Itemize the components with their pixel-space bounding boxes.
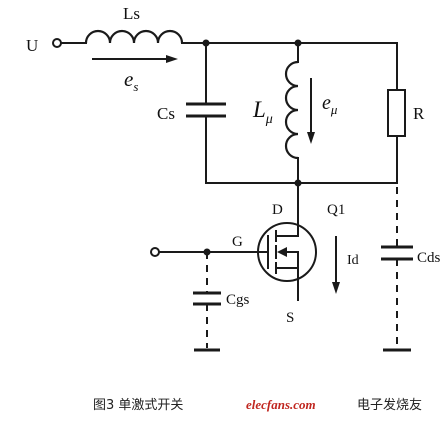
gate-terminal: [150, 247, 160, 257]
cap-ds-label: Cds: [417, 250, 441, 266]
body-arrow: [277, 247, 287, 257]
input-terminal: [52, 38, 62, 48]
resistor-body: [387, 89, 406, 137]
series-emf-arrowhead: [166, 55, 178, 63]
drain-label: D: [272, 202, 283, 218]
watermark-logo: elecfans.com: [246, 397, 316, 412]
transistor-label: Q1: [327, 202, 345, 218]
magnetizing-inductor-label: Lμ: [252, 97, 273, 127]
series-emf-label: es: [124, 67, 138, 94]
magnetizing-emf-label: eμ: [322, 92, 338, 117]
input-terminal-label: U: [26, 36, 38, 55]
source-label: S: [286, 310, 294, 326]
cap-gs-label: Cgs: [226, 292, 250, 308]
figure-caption: 图3 单激式开关: [93, 398, 183, 413]
resistor-label: R: [413, 104, 425, 123]
series-inductor-label: Ls: [123, 4, 140, 23]
cap-s-label: Cs: [157, 104, 175, 123]
watermark-cn: 电子发烧友: [357, 397, 422, 413]
magnetizing-inductor-subscript: μ: [265, 112, 273, 127]
magnetizing-inductor-coil: [284, 60, 299, 160]
drain-current-arrowhead: [332, 282, 340, 294]
drain-current-label: Id: [347, 253, 359, 268]
magnetizing-emf-arrowhead: [307, 132, 315, 144]
gate-label: G: [232, 234, 243, 250]
series-inductor-coil: [84, 29, 184, 44]
series-emf-subscript: s: [133, 79, 138, 94]
magnetizing-emf-subscript: μ: [330, 102, 338, 117]
